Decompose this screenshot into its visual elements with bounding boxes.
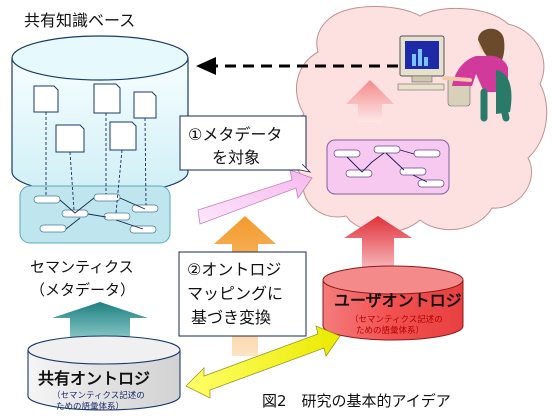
step1-line1: ①メタデータ	[188, 125, 282, 144]
knowledge-base-title: 共有知識ベース	[24, 11, 135, 30]
knowledge-base-cylinder	[11, 35, 189, 195]
semantics-label: セマンティクス	[30, 258, 134, 276]
step1-line2: を対象	[212, 148, 260, 167]
shared-ontology-subtitle-2: ための語彙体系）	[56, 401, 124, 412]
diagonal-arrow-pink	[197, 169, 313, 225]
user-ontology-subtitle-1: （セマンティクス記述の	[350, 314, 443, 325]
upward-arrow-light-red	[346, 80, 394, 122]
step2-line2: マッピングに	[187, 284, 283, 303]
user-ontology-subtitle-2: ための語彙体系）	[356, 325, 424, 336]
shared-metadata-panel	[19, 112, 171, 244]
figure-caption: 図2 研究の基本的アイデア	[262, 392, 451, 410]
user-ontology-title: ユーザオントロジ	[334, 291, 462, 310]
shared-ontology-title: 共有オントロジ	[38, 369, 150, 388]
step2-line1: ②オントロジ	[187, 260, 281, 279]
step2-callout	[178, 251, 307, 337]
step1-callout	[179, 115, 312, 173]
mapping-double-arrow	[185, 325, 341, 399]
shared-ontology-subtitle-1: （セマンティクス記述の	[52, 390, 145, 401]
user-metadata-panel	[326, 139, 450, 195]
shared-ontology-cylinder	[27, 335, 181, 411]
upward-arrow-red	[344, 216, 412, 278]
document-icon	[33, 83, 157, 153]
user-ontology-cylinder	[322, 265, 464, 341]
dashed-access-arrow	[196, 57, 398, 75]
computer-user-icon	[397, 28, 512, 122]
metadata-label: （メタデータ）	[30, 281, 135, 299]
step2-line3: 基づき変換	[191, 308, 271, 327]
